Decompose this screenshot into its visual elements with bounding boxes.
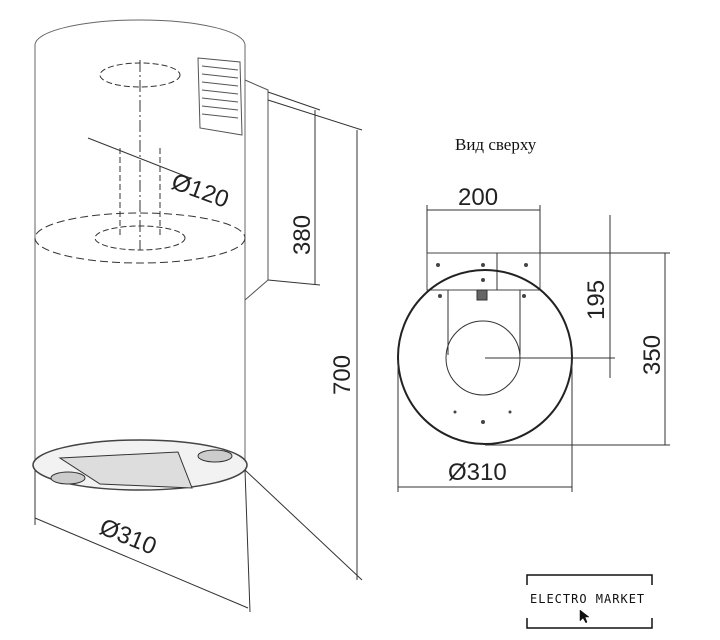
svg-text:ELECTRO MARKET: ELECTRO MARKET (530, 592, 645, 606)
hood-top-view (397, 205, 670, 492)
dim-depth-label: 195 (583, 280, 610, 320)
dim-chimney-label: 380 (289, 215, 316, 255)
top-view-caption: Вид сверху (455, 135, 537, 154)
dim-duct-label: Ø120 (168, 168, 232, 213)
dim-diameter-label: Ø310 (96, 514, 161, 561)
electro-market-logo: ELECTRO MARKET (526, 574, 653, 629)
dim-total-label: 350 (639, 335, 666, 375)
hood-side-view (32, 19, 363, 613)
dim-top-diameter-label: Ø310 (448, 459, 507, 486)
dim-height-label: 700 (329, 355, 356, 395)
dim-width-label: 200 (458, 184, 498, 211)
